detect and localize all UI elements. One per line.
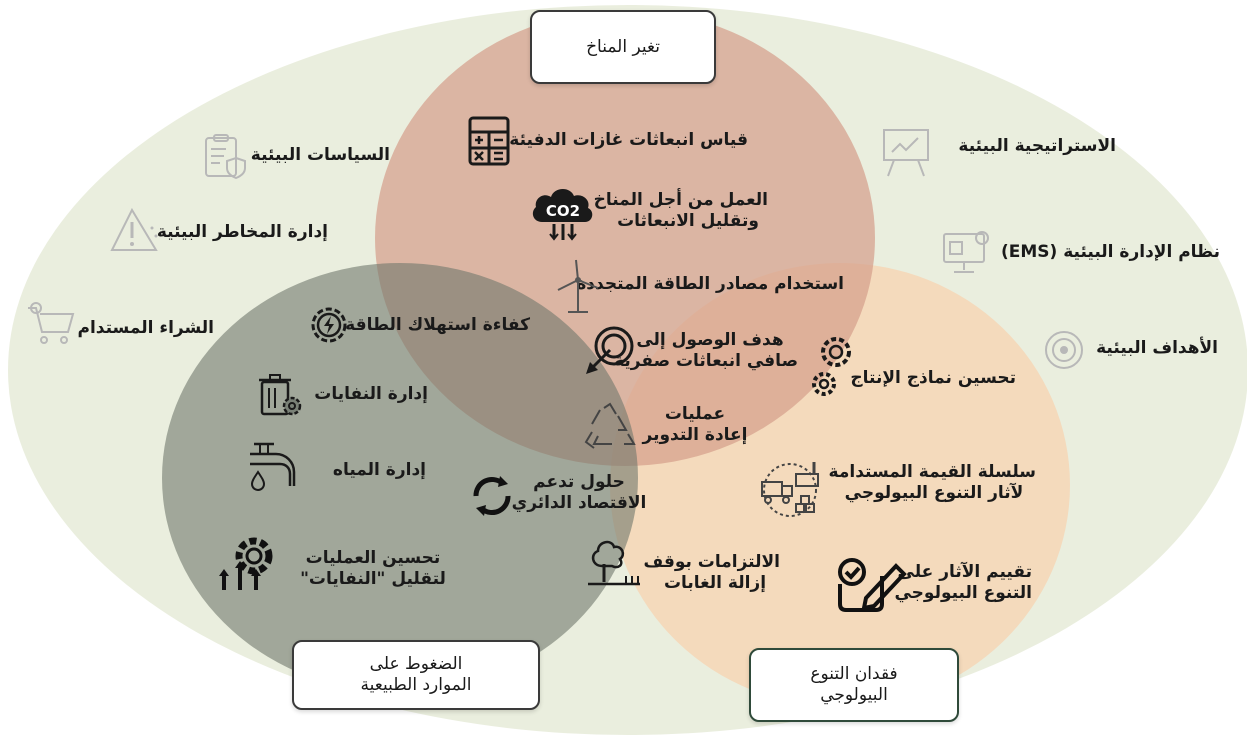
natural-resources-title-box: الضغوط على الموارد الطبيعية [292, 640, 540, 710]
sustainable-procurement-label: الشراء المستدام [77, 318, 214, 338]
impact-assessment-label: تقييم الآثار على التنوع البيولوجي [894, 562, 1032, 604]
impact-assessment-line1: تقييم الآثار على [897, 562, 1032, 582]
calculator-icon [468, 116, 510, 166]
wind-turbine-icon [557, 259, 599, 313]
natural-resources-title-line1: الضغوط على [369, 654, 463, 674]
circular-line1: حلول تدعم [533, 472, 625, 492]
circular-line2: الاقتصاد الدائري [511, 493, 647, 513]
shopping-cart-icon [28, 302, 75, 344]
value-chain-line2: لآثار التنوع البيولوجي [844, 483, 1024, 503]
environmental-strategy-label: الاستراتيجية البيئية [958, 136, 1116, 156]
biodiversity-title-line2: البيولوجي [820, 685, 888, 705]
gears-icon [812, 337, 851, 396]
ghg-measurement-label: قياس انبعاثات غازات الدفيئة [509, 130, 748, 150]
process-improvement-line2: لتقليل "النفايات" [300, 569, 446, 589]
process-improvement-line1: تحسين العمليات [305, 548, 441, 568]
circular-economy-label: حلول تدعم الاقتصاد الدائري [504, 472, 654, 514]
deforestation-label: الالتزامات بوقف إزالة الغابات [643, 552, 780, 594]
recycle-icon [584, 402, 636, 449]
net-zero-label: هدف الوصول إلى صافي انبعاثات صفرية [614, 330, 798, 372]
gear-arrows-icon [219, 537, 273, 590]
renewable-energy-label: استخدام مصادر الطاقة المتجددة [576, 274, 844, 294]
process-improvement-label: تحسين العمليات لتقليل "النفايات" [298, 548, 448, 590]
climate-change-title-box: تغير المناخ [530, 10, 716, 84]
recycling-label: عمليات إعادة التدوير [640, 404, 750, 446]
energy-gear-icon [311, 307, 347, 343]
climate-action-line2: وتقليل الانبعاثات [617, 211, 759, 231]
climate-change-title: تغير المناخ [586, 36, 660, 57]
resources-circle [162, 263, 638, 693]
strategy-board-icon [883, 129, 929, 177]
net-zero-line2: صافي انبعاثات صفرية [614, 351, 798, 371]
deforestation-line1: الالتزامات بوقف [643, 552, 780, 572]
tree-icon [588, 540, 640, 586]
water-management-label: إدارة المياه [332, 460, 426, 480]
ems-label: نظام الإدارة البيئية (EMS) [1000, 242, 1220, 262]
biodiversity-title-box: فقدان التنوع البيولوجي [749, 648, 959, 722]
circular-arrows-icon [473, 476, 511, 516]
recycling-line2: إعادة التدوير [642, 425, 748, 445]
environmental-risk-management-label: إدارة المخاطر البيئية [156, 222, 328, 242]
natural-resources-title-line2: الموارد الطبيعية [360, 675, 472, 695]
waste-management-label: إدارة النفايات [314, 384, 428, 404]
checklist-pen-icon [838, 558, 907, 612]
energy-efficiency-label: كفاءة استهلاك الطاقة [345, 315, 530, 335]
biodiversity-title-line1: فقدان التنوع [810, 664, 898, 684]
climate-action-label: العمل من أجل المناخ وتقليل الانبعاثات [593, 190, 768, 232]
clipboard-shield-icon [205, 134, 246, 180]
water-tap-icon [250, 442, 296, 491]
recycling-line1: عمليات [664, 404, 726, 424]
target-arrow-icon [586, 326, 634, 374]
value-chain-line1: سلسلة القيمة المستدامة [828, 462, 1036, 482]
supply-chain-icon [761, 462, 819, 517]
target-icon [1045, 331, 1083, 369]
net-zero-line1: هدف الوصول إلى [636, 330, 784, 350]
environmental-goals-label: الأهداف البيئية [1096, 338, 1218, 358]
co2-cloud-icon: CO2 [532, 188, 593, 241]
climate-action-line1: العمل من أجل المناخ [593, 190, 768, 210]
warning-icon [110, 207, 158, 251]
waste-bin-gear-icon [259, 374, 302, 416]
value-chain-label: سلسلة القيمة المستدامة لآثار التنوع البي… [828, 462, 1036, 504]
production-models-label: تحسين نماذج الإنتاج [850, 368, 1016, 388]
environmental-policies-label: السياسات البيئية [250, 145, 390, 165]
co2-text: CO2 [546, 202, 580, 220]
impact-assessment-line2: التنوع البيولوجي [894, 583, 1032, 603]
deforestation-line2: إزالة الغابات [663, 573, 767, 593]
monitor-gear-icon [943, 231, 989, 273]
